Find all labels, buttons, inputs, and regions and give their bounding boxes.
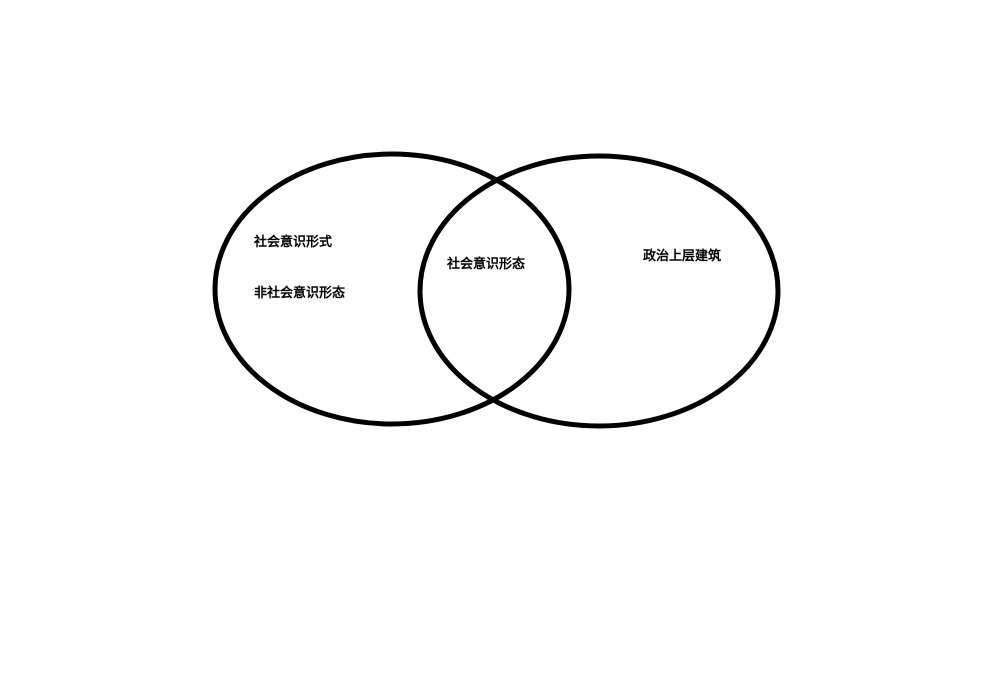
left-set-circle [212,151,572,427]
intersection-label-social-ideology: 社会意识形态 [447,257,526,272]
right-set-circle [417,153,781,429]
left-set-label-social-consciousness-forms: 社会意识形式 [254,235,333,250]
left-set-label-non-social-ideology: 非社会意识形态 [254,286,346,301]
right-set-label-political-superstructure: 政治上层建筑 [643,249,722,264]
